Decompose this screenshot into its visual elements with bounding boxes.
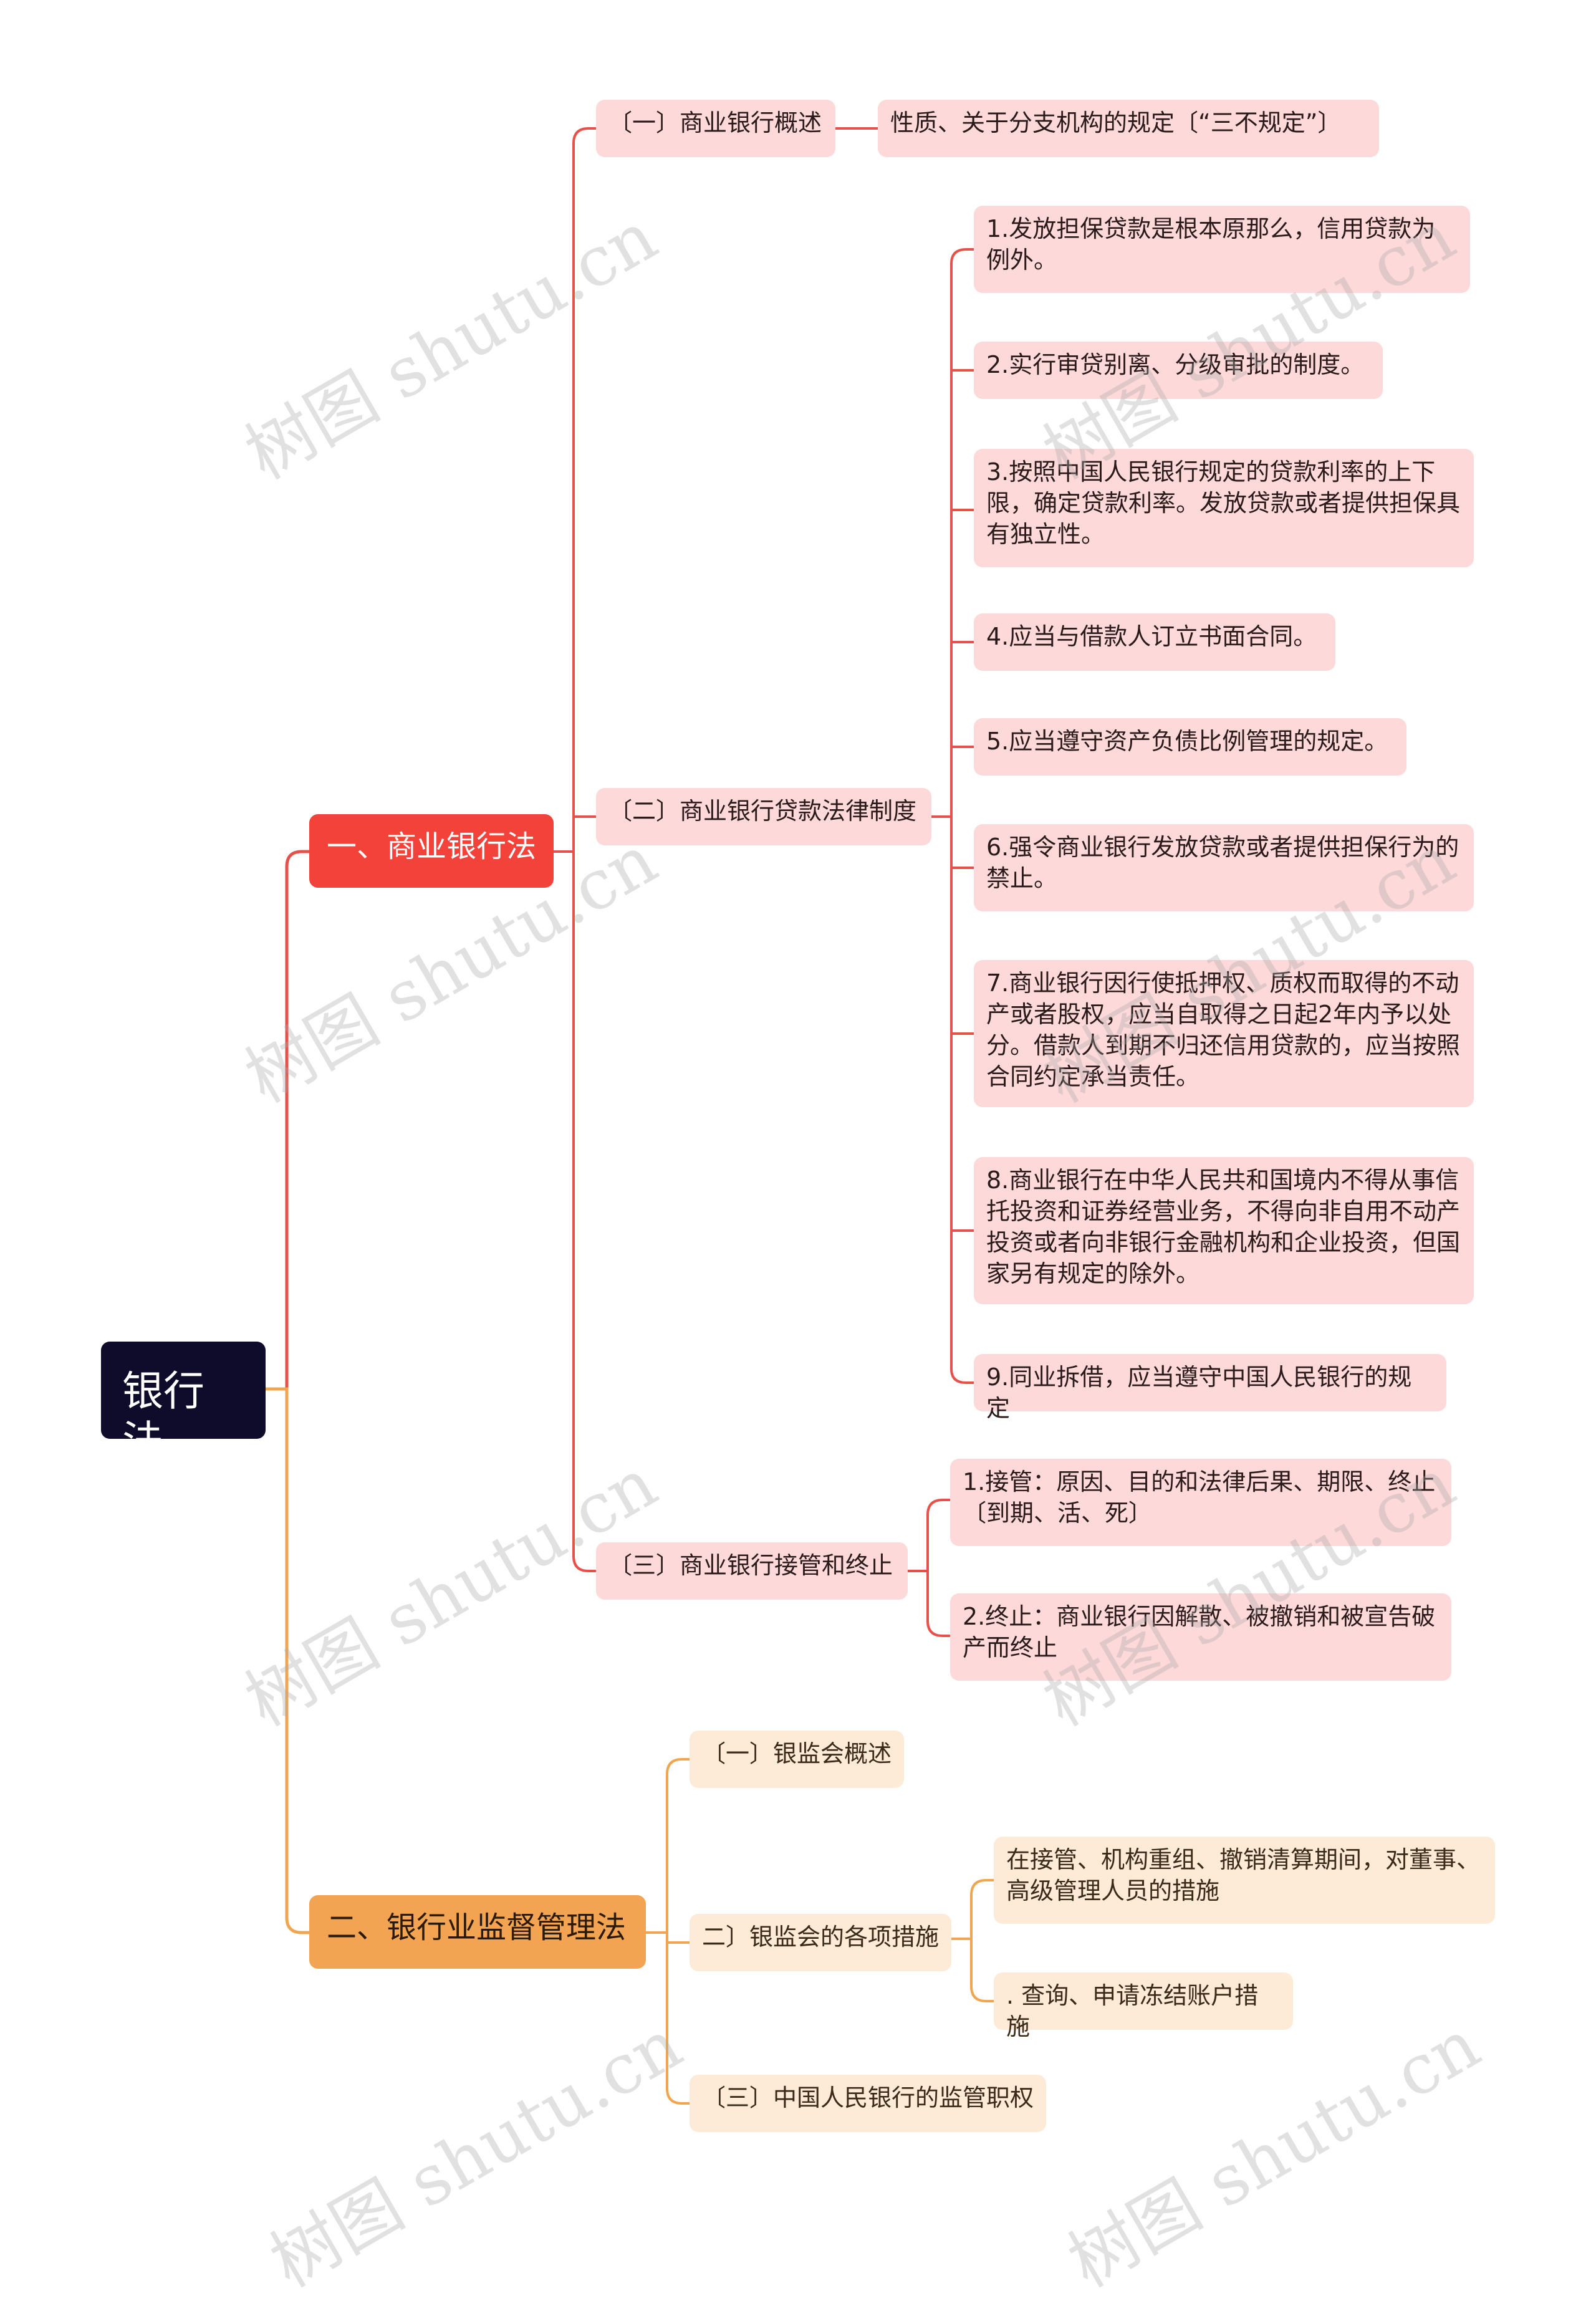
root-node[interactable]: 银行法	[101, 1342, 266, 1465]
topic-loan-legal-system[interactable]: 〔二〕商业银行贷款法律制度	[596, 788, 931, 845]
loan-rule-item[interactable]: 9.同业拆借，应当遵守中国人民银行的规定	[974, 1354, 1446, 1422]
item-label: 1.发放担保贷款是根本原那么，信用贷款为例外。	[986, 215, 1436, 274]
loan-rule-item[interactable]: 5.应当遵守资产负债比例管理的规定。	[974, 718, 1406, 776]
item-label: 9.同业拆借，应当遵守中国人民银行的规定	[986, 1363, 1412, 1422]
leaf-nature-branch-rules[interactable]: 性质、关于分支机构的规定〔“三不规定”〕	[878, 100, 1379, 157]
branch-banking-supervision-law[interactable]: 二、银行业监督管理法	[309, 1895, 646, 1969]
topic-takeover-termination[interactable]: 〔三〕商业银行接管和终止	[596, 1542, 908, 1600]
loan-rule-item[interactable]: 6.强令商业银行发放贷款或者提供担保行为的禁止。	[974, 824, 1474, 911]
topic-label: 〔三〕中国人民银行的监管职权	[702, 2084, 1034, 2111]
topic-cbrc-measures[interactable]: 二〕银监会的各项措施	[690, 1914, 951, 1971]
termination-item[interactable]: 2.终止：商业银行因解散、被撤销和被宣告破产而终止	[950, 1593, 1451, 1681]
topic-label: 〔三〕商业银行接管和终止	[608, 1552, 893, 1579]
item-label: 6.强令商业银行发放贷款或者提供担保行为的禁止。	[986, 834, 1459, 892]
leaf-label: 性质、关于分支机构的规定〔“三不规定”〕	[890, 109, 1342, 137]
topic-label: 〔二〕商业银行贷款法律制度	[608, 797, 917, 825]
loan-rule-item[interactable]: 4.应当与借款人订立书面合同。	[974, 613, 1335, 671]
loan-rule-item[interactable]: 3.按照中国人民银行规定的贷款利率的上下限，确定贷款利率。发放贷款或者提供担保具…	[974, 449, 1474, 567]
measure-item[interactable]: . 查询、申请冻结账户措施	[994, 1972, 1293, 2040]
topic-commercial-bank-overview[interactable]: 〔一〕商业银行概述	[596, 100, 835, 157]
connector-lines	[266, 127, 994, 2105]
measure-item[interactable]: 在接管、机构重组、撤销清算期间，对董事、高级管理人员的措施	[994, 1837, 1495, 1924]
item-label: 1.接管：原因、目的和法律后果、期限、终止〔到期、活、死〕	[963, 1468, 1436, 1527]
item-label: . 查询、申请冻结账户措施	[1006, 1982, 1259, 2040]
item-label: 5.应当遵守资产负债比例管理的规定。	[986, 728, 1388, 755]
topic-label: 〔一〕银监会概述	[702, 1740, 892, 1767]
item-label: 2.终止：商业银行因解散、被撤销和被宣告破产而终止	[963, 1603, 1436, 1661]
item-label: 2.实行审贷别离、分级审批的制度。	[986, 351, 1365, 378]
topic-label: 〔一〕商业银行概述	[608, 109, 822, 137]
loan-rule-item[interactable]: 8.商业银行在中华人民共和国境内不得从事信托投资和证券经营业务，不得向非自用不动…	[974, 1157, 1474, 1304]
item-label: 7.商业银行因行使抵押权、质权而取得的不动产或者股权，应当自取得之日起2年内予以…	[986, 969, 1461, 1090]
loan-rule-item[interactable]: 2.实行审贷别离、分级审批的制度。	[974, 342, 1383, 399]
loan-rule-item[interactable]: 1.发放担保贷款是根本原那么，信用贷款为例外。	[974, 206, 1470, 293]
topic-pboc-supervision[interactable]: 〔三〕中国人民银行的监管职权	[690, 2075, 1046, 2132]
loan-rule-item[interactable]: 7.商业银行因行使抵押权、质权而取得的不动产或者股权，应当自取得之日起2年内予以…	[974, 960, 1474, 1107]
topic-label: 二〕银监会的各项措施	[702, 1923, 940, 1951]
branch-label: 一、商业银行法	[327, 829, 537, 864]
item-label: 8.商业银行在中华人民共和国境内不得从事信托投资和证券经营业务，不得向非自用不动…	[986, 1166, 1461, 1287]
root-label: 银行法	[122, 1367, 204, 1465]
branch-commercial-bank-law[interactable]: 一、商业银行法	[309, 814, 554, 888]
takeover-item[interactable]: 1.接管：原因、目的和法律后果、期限、终止〔到期、活、死〕	[950, 1459, 1451, 1546]
item-label: 在接管、机构重组、撤销清算期间，对董事、高级管理人员的措施	[1006, 1846, 1481, 1905]
topic-cbrc-overview[interactable]: 〔一〕银监会概述	[690, 1731, 904, 1788]
item-label: 4.应当与借款人订立书面合同。	[986, 623, 1317, 650]
item-label: 3.按照中国人民银行规定的贷款利率的上下限，确定贷款利率。发放贷款或者提供担保具…	[986, 458, 1461, 548]
branch-label: 二、银行业监督管理法	[327, 1910, 627, 1945]
